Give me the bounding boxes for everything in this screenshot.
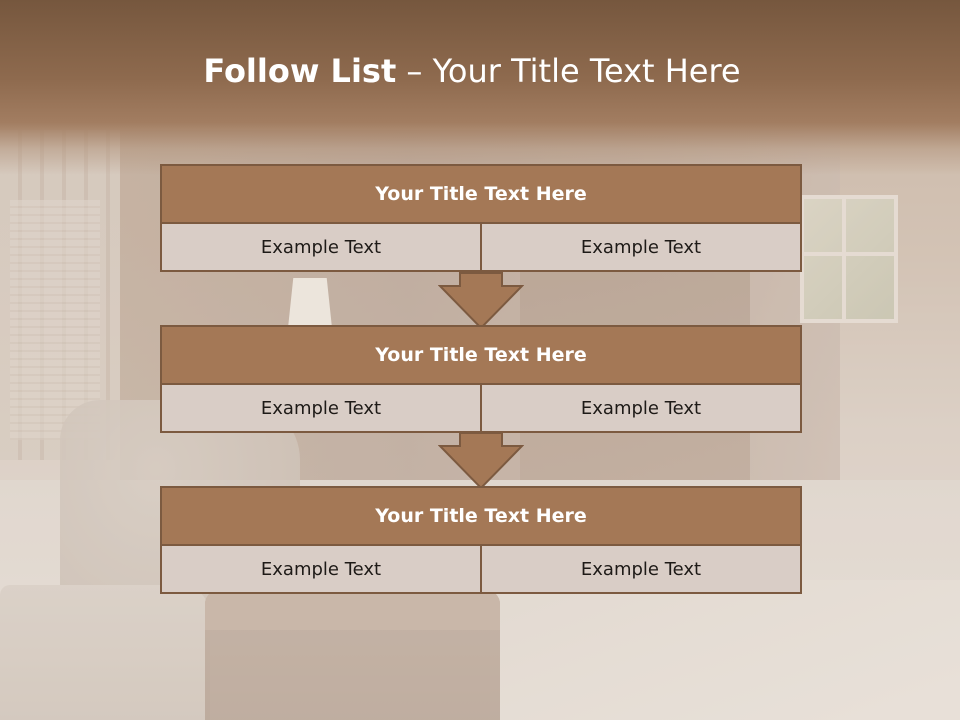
block-cell-right[interactable]: Example Text	[480, 544, 802, 594]
title-rest-part: – Your Title Text Here	[396, 52, 741, 90]
flow-block-3: Your Title Text Here Example Text Exampl…	[160, 486, 802, 594]
slide-title[interactable]: Follow List – Your Title Text Here	[0, 52, 944, 90]
down-arrow-icon	[438, 272, 524, 330]
flow-block-1: Your Title Text Here Example Text Exampl…	[160, 164, 802, 272]
block-header[interactable]: Your Title Text Here	[160, 164, 802, 224]
block-cell-right[interactable]: Example Text	[480, 383, 802, 433]
block-cell-left[interactable]: Example Text	[160, 383, 482, 433]
title-band	[0, 0, 960, 175]
block-header[interactable]: Your Title Text Here	[160, 486, 802, 546]
block-cell-right[interactable]: Example Text	[480, 222, 802, 272]
block-header[interactable]: Your Title Text Here	[160, 325, 802, 385]
flow-block-2: Your Title Text Here Example Text Exampl…	[160, 325, 802, 433]
block-cell-left[interactable]: Example Text	[160, 544, 482, 594]
block-cell-left[interactable]: Example Text	[160, 222, 482, 272]
down-arrow-icon	[438, 432, 524, 490]
title-bold-part: Follow List	[203, 52, 397, 90]
